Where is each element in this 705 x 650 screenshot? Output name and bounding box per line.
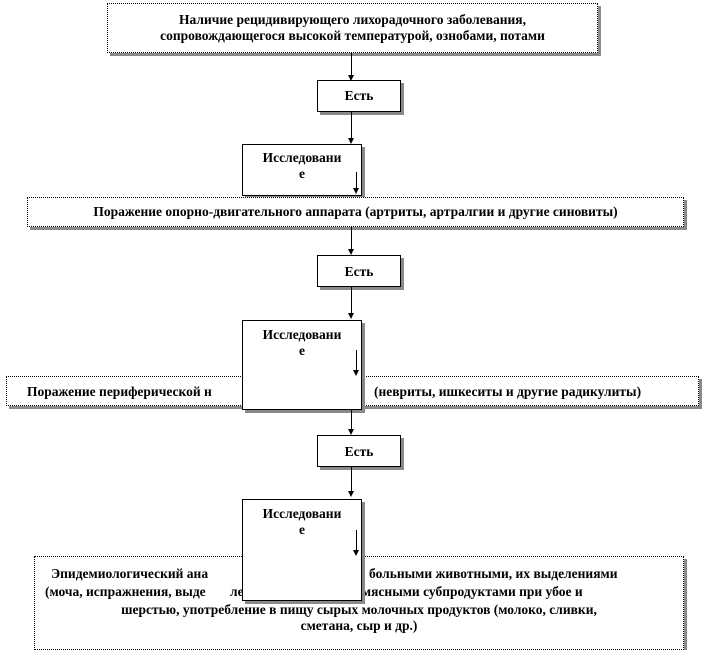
arrow-head bbox=[348, 75, 354, 81]
epidemiology-line1-left: Эпидемиологический ана bbox=[51, 566, 209, 581]
research-box-1: Исследовани е bbox=[242, 144, 362, 196]
peripheral-text-left: Поражение периферической н bbox=[27, 384, 212, 399]
arrow-head bbox=[348, 491, 354, 497]
connector-arrow bbox=[351, 287, 352, 313]
connector-arrow bbox=[351, 467, 352, 491]
symptoms-box: Наличие рецидивирующего лихорадочного за… bbox=[107, 3, 598, 53]
arrow-head bbox=[348, 313, 354, 319]
epidemiology-rest: шерстью, употребление в пищу сырых молоч… bbox=[121, 602, 597, 633]
peripheral-text-right: (невриты, ишкеситы и другие радикулиты) bbox=[374, 384, 642, 399]
research-box-3: Исследовани е bbox=[242, 499, 362, 601]
arrow-head bbox=[348, 138, 354, 144]
yes-box-1: Есть bbox=[317, 80, 401, 112]
research-box-2: Исследовани е bbox=[242, 320, 362, 410]
connector-arrow bbox=[356, 172, 357, 188]
connector-arrow bbox=[356, 530, 357, 550]
arrow-head bbox=[353, 188, 359, 194]
yes-box-2: Есть bbox=[317, 255, 401, 287]
arrow-head bbox=[353, 370, 359, 376]
epidemiology-line2-left: (моча, испражнения, выде bbox=[45, 584, 206, 599]
arrow-head bbox=[353, 550, 359, 556]
yes-box-3: Есть bbox=[317, 435, 401, 467]
epidemiology-line1-right: больными животными, их выделениями bbox=[369, 566, 618, 581]
connector-arrow bbox=[351, 53, 352, 75]
musculoskeletal-box: Поражение опорно-двигательного аппарата … bbox=[27, 197, 684, 227]
connector-arrow bbox=[351, 410, 352, 429]
connector-arrow bbox=[351, 112, 352, 138]
arrow-head bbox=[348, 249, 354, 255]
arrow-head bbox=[348, 429, 354, 435]
connector-arrow bbox=[356, 350, 357, 370]
connector-arrow bbox=[351, 227, 352, 249]
